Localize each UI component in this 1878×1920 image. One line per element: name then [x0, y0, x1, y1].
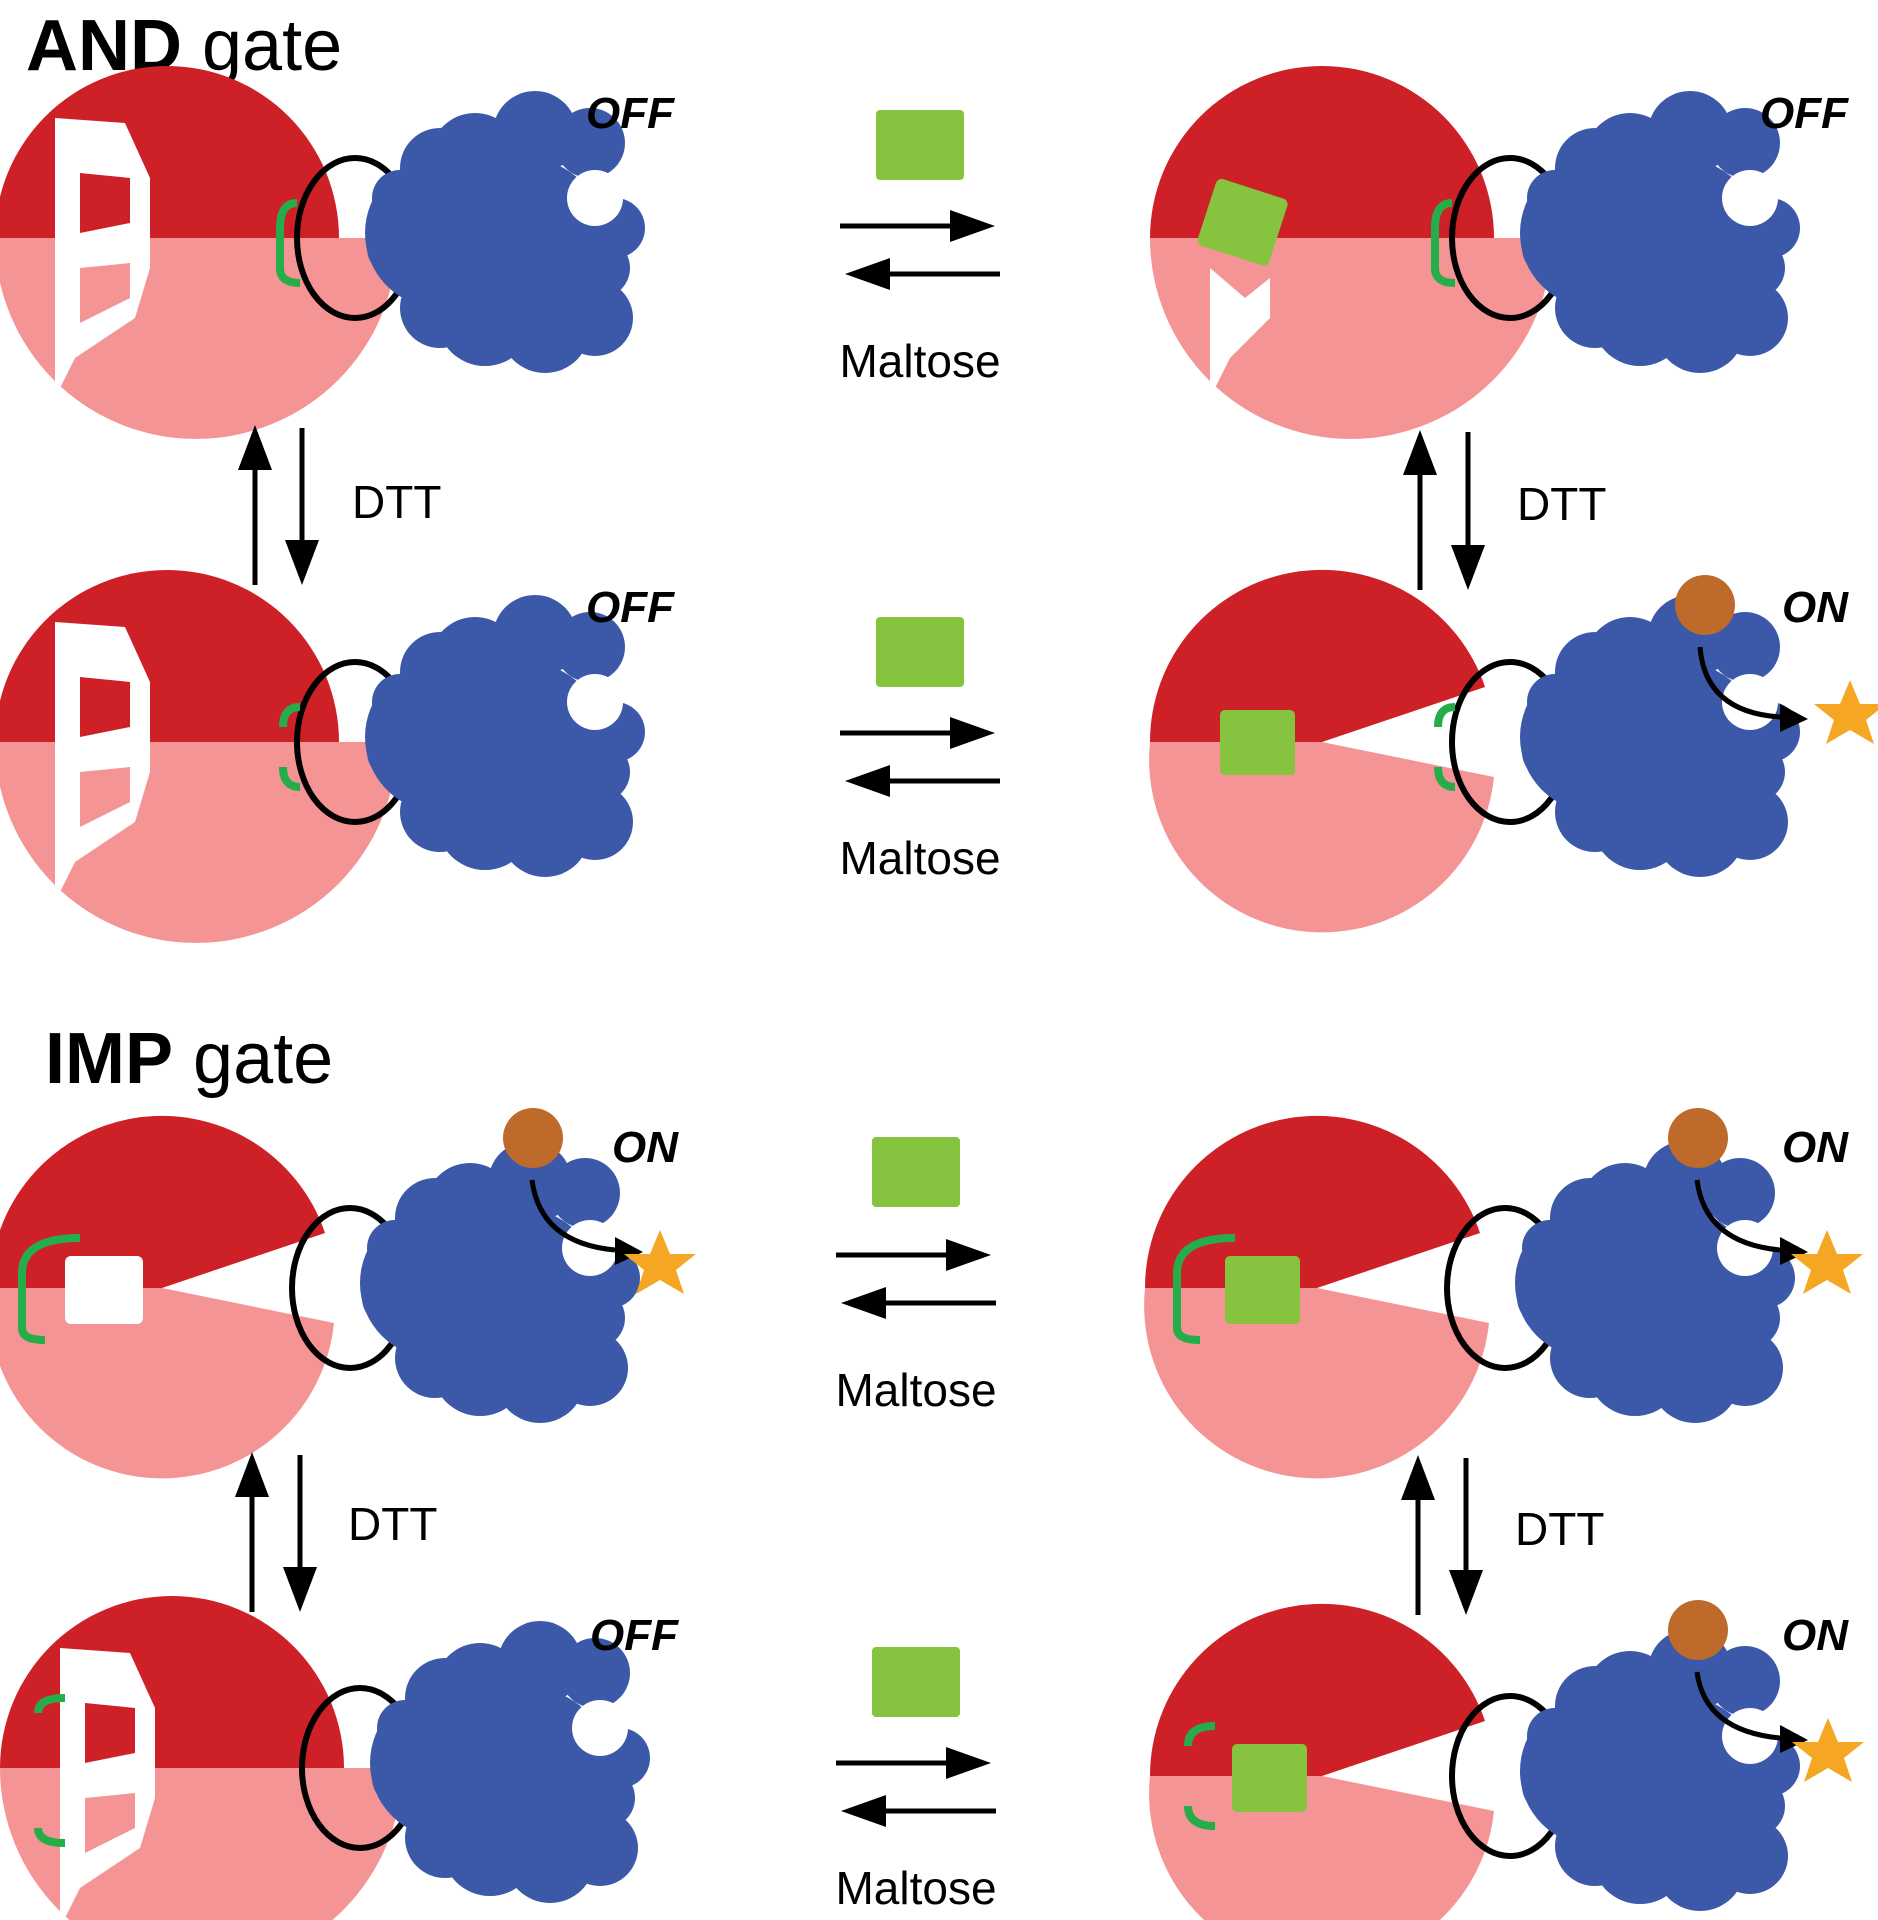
imp-right-dtt-equilibrium: DTT [1401, 1455, 1604, 1615]
imp-bottom-right-construct [1149, 1600, 1864, 1920]
dtt-label: DTT [1517, 478, 1606, 530]
and-top-right-construct [1150, 66, 1800, 439]
product-star-icon [1814, 680, 1878, 744]
maltose-label: Maltose [839, 335, 1000, 387]
imp-top-right-state: ON [1782, 1123, 1849, 1172]
substrate-icon [1668, 1600, 1728, 1660]
and-top-left-state: OFF [586, 89, 675, 138]
imp-top-left-state: ON [612, 1123, 679, 1172]
imp-gate-title: IMP gate [45, 1019, 333, 1099]
imp-top-right-construct [1144, 1108, 1863, 1479]
maltose-square-icon [876, 110, 964, 180]
imp-bottom-right-state: ON [1782, 1611, 1849, 1660]
dtt-label: DTT [1515, 1503, 1604, 1555]
and-top-right-state: OFF [1760, 89, 1849, 138]
product-star-icon [1791, 1230, 1863, 1294]
substrate-icon [503, 1108, 563, 1168]
imp-bottom-left-state: OFF [590, 1611, 679, 1660]
and-bottom-right-construct [1149, 569, 1878, 933]
substrate-icon [1668, 1108, 1728, 1168]
and-bottom-maltose-equilibrium: Maltose [839, 617, 1001, 884]
maltose-square-icon [872, 1137, 960, 1207]
product-star-icon [1792, 1718, 1864, 1782]
and-right-dtt-equilibrium: DTT [1403, 430, 1606, 590]
imp-gate-title-rest: gate [173, 1019, 333, 1099]
imp-gate-title-bold: IMP [45, 1019, 173, 1099]
maltose-label: Maltose [835, 1862, 996, 1914]
and-bottom-right-state: ON [1782, 583, 1849, 632]
maltose-label: Maltose [839, 832, 1000, 884]
imp-top-left-construct [0, 1108, 696, 1479]
and-bottom-left-state: OFF [586, 583, 675, 632]
substrate-icon [1675, 575, 1735, 635]
and-bottom-left-construct [0, 570, 645, 943]
product-star-icon [624, 1230, 696, 1294]
dtt-label: DTT [352, 476, 441, 528]
maltose-square-icon [876, 617, 964, 687]
and-left-dtt-equilibrium: DTT [238, 425, 441, 585]
and-gate-title: AND gate [26, 6, 342, 86]
imp-left-dtt-equilibrium: DTT [235, 1452, 437, 1612]
and-top-maltose-equilibrium: Maltose [839, 110, 1001, 387]
imp-bottom-maltose-equilibrium: Maltose [835, 1647, 997, 1914]
imp-bottom-left-construct [0, 1596, 650, 1920]
imp-top-maltose-equilibrium: Maltose [835, 1137, 997, 1416]
and-top-left-construct [0, 66, 645, 439]
dtt-label: DTT [348, 1498, 437, 1550]
maltose-square-icon [872, 1647, 960, 1717]
maltose-label: Maltose [835, 1364, 996, 1416]
